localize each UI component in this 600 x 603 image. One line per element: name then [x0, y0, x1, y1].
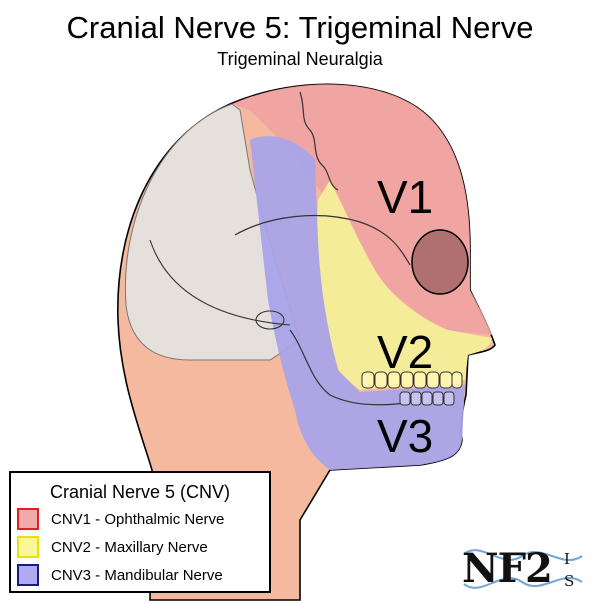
- logo-text: NF2: [462, 545, 553, 592]
- v1-label: V1: [377, 171, 433, 223]
- page-title: Cranial Nerve 5: Trigeminal Nerve: [66, 10, 534, 45]
- v3-label: V3: [377, 410, 433, 462]
- swatch-cnv1: [17, 508, 39, 530]
- swatch-cnv3: [17, 564, 39, 586]
- page-subtitle: Trigeminal Neuralgia: [217, 49, 383, 69]
- swatch-cnv2: [17, 536, 39, 558]
- upper-teeth: [361, 371, 463, 389]
- logo-letter-bottom: S: [564, 572, 575, 590]
- legend-label-cnv1: CNV1 - Ophthalmic Nerve: [51, 511, 225, 528]
- zygomatic-line: [234, 214, 411, 266]
- v2-region: [316, 180, 492, 390]
- ear-canal: [255, 310, 285, 330]
- mastoid-line: [149, 239, 291, 326]
- legend-label-cnv3: CNV3 - Mandibular Nerve: [51, 567, 223, 584]
- skull-region: [124, 103, 301, 361]
- lower-teeth: [399, 391, 455, 406]
- skull-suture: [299, 91, 339, 191]
- legend-title: Cranial Nerve 5 (CNV): [49, 482, 231, 502]
- logo-letter-top: I: [564, 550, 570, 568]
- eye-socket: [411, 229, 469, 295]
- v3-region: [250, 136, 465, 470]
- legend-box: Cranial Nerve 5 (CNV) CNV1 - Ophthalmic …: [9, 471, 271, 593]
- legend-label-cnv2: CNV2 - Maxillary Nerve: [51, 539, 208, 556]
- nf2is-logo: NF2 I S: [462, 540, 592, 598]
- v2-label: V2: [377, 326, 433, 378]
- dna-helix-icon: [463, 549, 583, 589]
